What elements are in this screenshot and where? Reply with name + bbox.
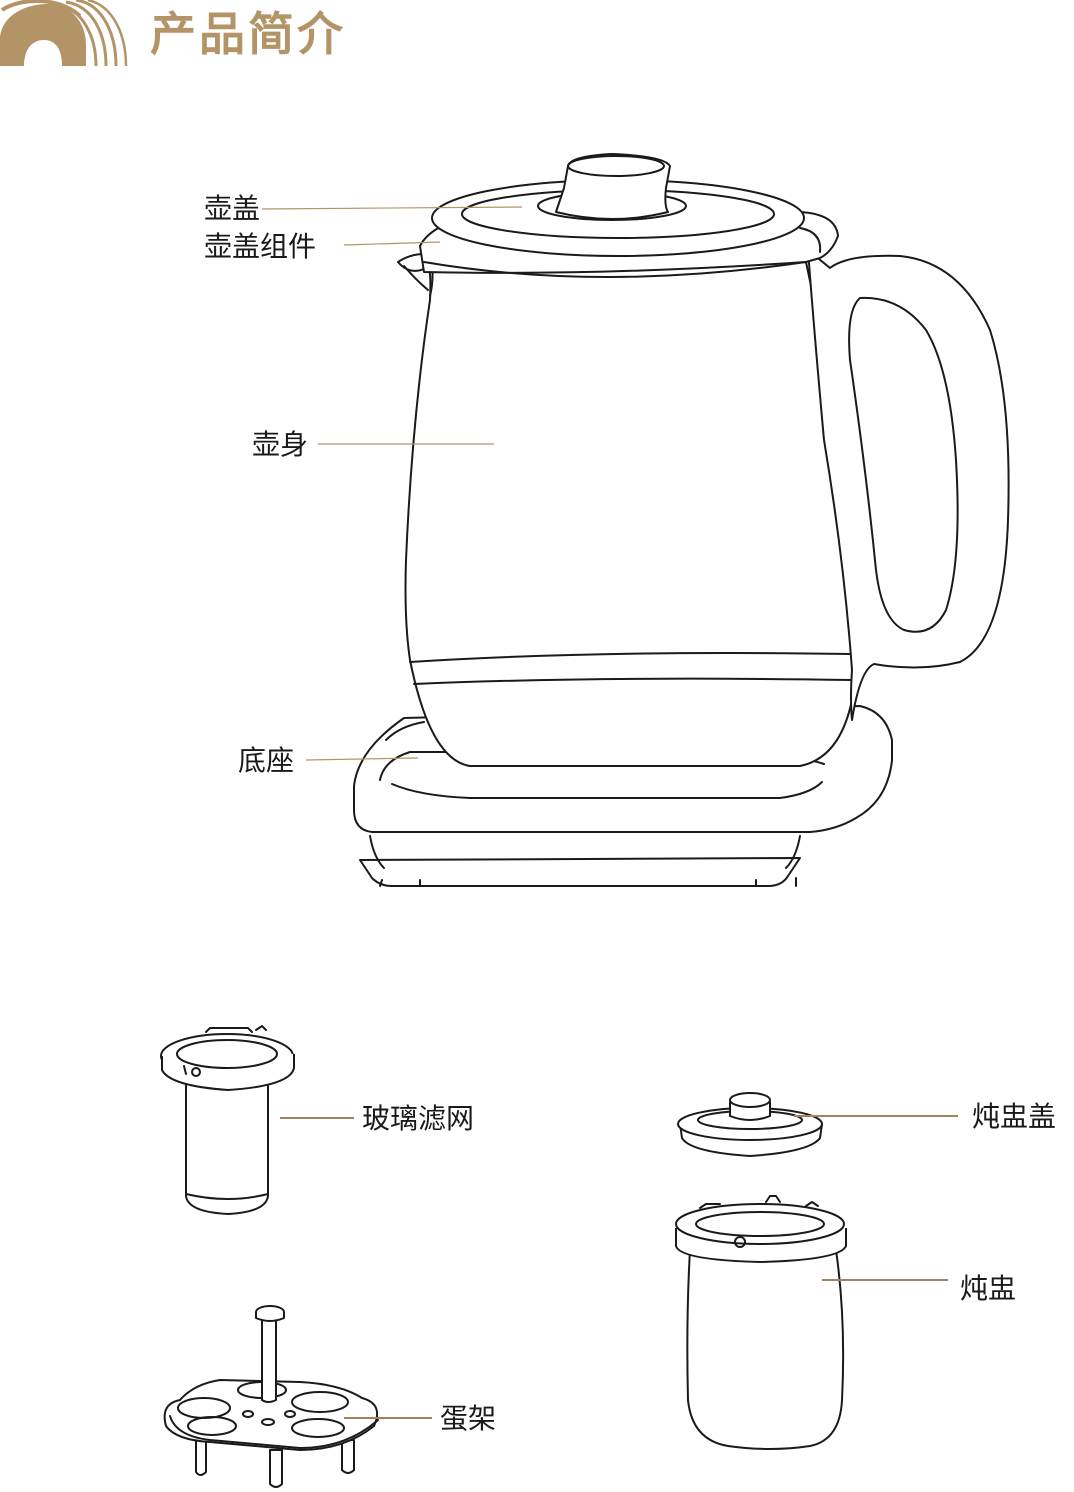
label-glass-filter: 玻璃滤网 (362, 1102, 475, 1135)
label-base: 底座 (238, 744, 295, 777)
handle-drawing (807, 249, 1010, 721)
egg-rack-illustration (163, 1305, 379, 1488)
kettle-illustration (353, 153, 1010, 887)
label-lid: 壶盖 (204, 192, 261, 225)
label-lid-assembly: 壶盖组件 (204, 230, 317, 263)
base-leader-line (305, 757, 419, 761)
glass-filter-illustration (160, 1025, 295, 1215)
page-title: 产品简介 (150, 7, 346, 61)
label-body: 壶身 (252, 428, 309, 461)
lid-drawing (431, 153, 805, 257)
label-stew-pot-lid: 炖盅盖 (972, 1100, 1057, 1133)
label-stew-pot: 炖盅 (960, 1272, 1017, 1305)
header: 产品简介 (0, 0, 1074, 70)
lid-assembly-leader-line (343, 241, 441, 246)
stew-pot-illustration (675, 1195, 847, 1450)
lid-leader-line (261, 206, 523, 210)
body-drawing (397, 239, 856, 767)
stew-pot-lid-illustration (677, 1092, 823, 1157)
rainbow-arc-logo (0, 0, 128, 66)
label-egg-rack: 蛋架 (440, 1402, 497, 1435)
